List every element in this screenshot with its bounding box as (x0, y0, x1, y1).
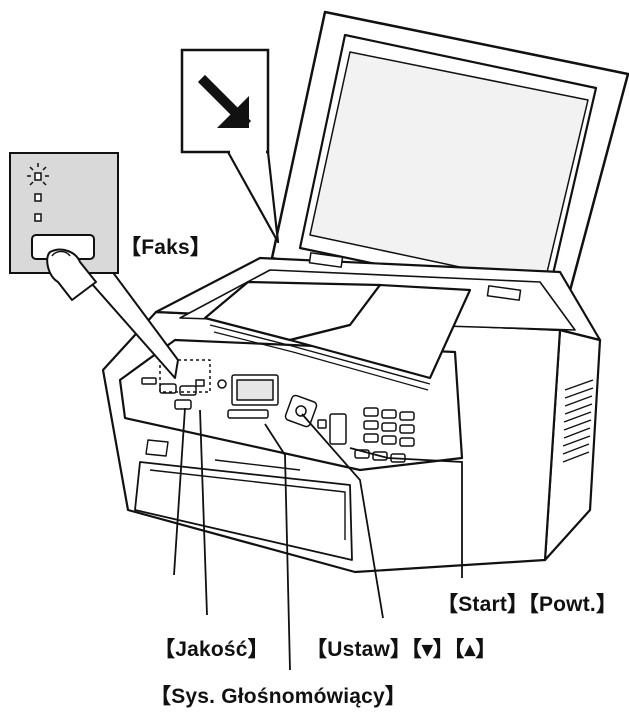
label-jakosc: 【Jakość】 (154, 638, 269, 661)
faks-button[interactable] (179, 385, 197, 396)
panel-button[interactable] (159, 383, 177, 394)
lid-hinges (308, 252, 522, 301)
side-vent (562, 379, 594, 463)
label-sys-glosnomowiacy: 【Sys. Głośnomówiący】 (150, 685, 407, 708)
document-on-glass (203, 280, 472, 391)
callout-faks-panel (9, 152, 179, 379)
control-panel (141, 374, 415, 463)
leader-faks-left (173, 407, 186, 576)
label-faks: 【Faks】 (120, 236, 212, 259)
leader-ustaw (301, 413, 384, 619)
pointing-finger-icon (46, 248, 97, 301)
ustaw-button[interactable] (295, 405, 307, 417)
highlight-box (159, 359, 211, 393)
start-button[interactable] (329, 413, 347, 445)
label-ustaw: 【Ustaw】【▾】【▴】 (306, 638, 497, 661)
leader-jakosc (199, 409, 208, 616)
leader-start (349, 447, 463, 578)
panel-dot (217, 379, 227, 389)
indicator-led (34, 213, 42, 222)
leader-sys (264, 423, 291, 671)
leader-lines (173, 407, 463, 671)
jakosc-button[interactable] (174, 399, 192, 410)
panel-led (195, 379, 205, 387)
label-start-powt: 【Start】【Powt.】 (437, 593, 618, 616)
arrow-down-right-icon (197, 74, 252, 129)
callout-insert-direction (180, 48, 280, 244)
blinking-led-icon (27, 163, 49, 186)
sys-glosnomowiacy-button[interactable] (227, 409, 269, 419)
indicator-led (34, 193, 42, 202)
